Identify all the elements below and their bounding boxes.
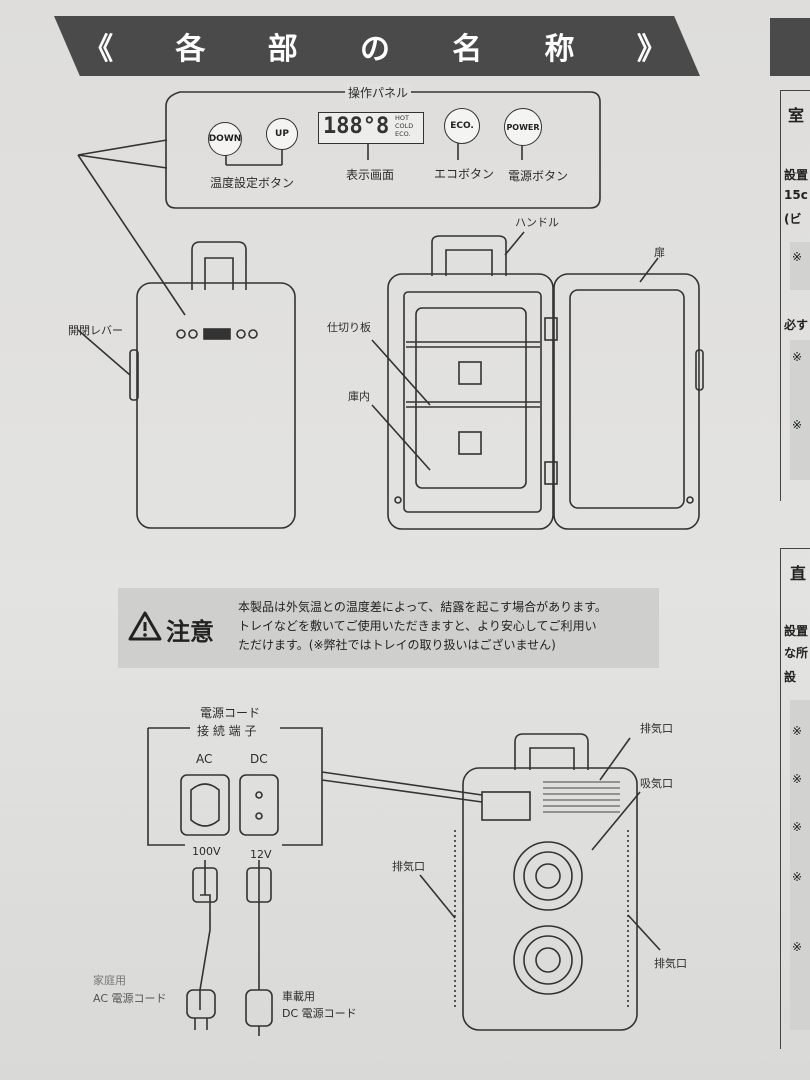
side-note-box — [790, 700, 810, 1030]
mode-cold: COLD — [395, 122, 414, 130]
mode-hot: HOT — [395, 114, 409, 122]
power-label: POWER — [506, 122, 540, 132]
header-char: の — [359, 32, 394, 67]
side-text: 室 — [788, 106, 805, 125]
panel-title: 操作パネル — [345, 84, 412, 101]
header-close-mark: 》 — [636, 32, 671, 67]
header-title: 《 各 部 の 名 称 》 — [54, 16, 700, 76]
down-label: DOWN — [208, 134, 242, 144]
side-text: ※ — [792, 772, 803, 786]
side-text: (ビ — [784, 212, 802, 226]
open-fridge-handle — [431, 235, 507, 276]
up-label: UP — [275, 129, 289, 139]
dc-cord-label-1: 車載用 — [282, 990, 315, 1003]
side-text: ※ — [792, 350, 803, 364]
power-button[interactable]: POWER — [504, 108, 542, 146]
eco-label: ECO. — [450, 121, 474, 131]
shelf-label: 仕切り板 — [327, 321, 371, 334]
cord-title-2: 接 続 端 子 — [197, 724, 257, 738]
up-button[interactable]: UP — [266, 118, 298, 150]
side-note-box — [790, 242, 810, 290]
door-label: 扉 — [654, 246, 665, 259]
side-text: ※ — [792, 940, 803, 954]
ac-cord-label-1: 家庭用 — [93, 974, 126, 987]
handle-label: ハンドル — [515, 216, 559, 229]
caution-box — [118, 588, 659, 668]
mode-eco: ECO. — [395, 130, 411, 138]
side-text: ※ — [792, 724, 803, 738]
lever-label: 開閉レバー — [68, 324, 123, 337]
exhaust-label-left: 排気口 — [392, 860, 425, 873]
display-screen: 188°8 HOT COLD ECO. — [318, 112, 424, 144]
side-text: ※ — [792, 820, 803, 834]
side-text: 15c — [784, 188, 808, 202]
fridge-handle — [191, 241, 247, 290]
display-modes: HOT COLD ECO. — [395, 114, 413, 138]
down-button[interactable]: DOWN — [208, 122, 242, 156]
caution-text: 本製品は外気温との温度差によって、結露を起こす場合があります。 トレイなどを敷い… — [238, 598, 648, 655]
temp-caption: 温度設定ボタン — [210, 176, 295, 190]
fridge-door — [553, 273, 700, 530]
cord-title-1: 電源コード — [200, 706, 261, 720]
caution-line: 本製品は外気温との温度差によって、結露を起こす場合があります。 — [238, 600, 607, 614]
eco-caption: エコボタン — [434, 167, 495, 181]
header-char: 称 — [544, 32, 579, 67]
side-text: ※ — [792, 870, 803, 884]
header-char: 名 — [452, 32, 487, 67]
caution-line: トレイなどを敷いてご使用いただきますと、より安心してご利用い — [238, 619, 597, 633]
fridge-back — [462, 767, 638, 1031]
adjacent-page: 室 設置 15c (ビ ※ 必す ※ ※ 直 設置 な所 設 ※ ※ ※ ※ ※ — [768, 0, 810, 1080]
side-text: 設置 — [784, 624, 809, 638]
intake-label: 吸気口 — [640, 777, 673, 790]
ac-voltage: 100V — [192, 845, 221, 858]
dc-label: DC — [250, 752, 268, 766]
header-char: 部 — [267, 32, 302, 67]
header-open-mark: 《 — [83, 32, 118, 67]
caution-title: 注意 — [166, 618, 214, 646]
adjacent-box-2 — [780, 548, 810, 1049]
panel-box — [165, 91, 601, 209]
display-caption: 表示画面 — [346, 168, 395, 182]
side-text: 必す — [784, 318, 809, 332]
display-digits: 188°8 — [323, 114, 390, 139]
side-text: 直 — [790, 564, 807, 583]
exhaust-label-right: 排気口 — [654, 957, 687, 970]
adjacent-box-1 — [780, 90, 810, 501]
adjacent-header — [770, 18, 810, 76]
power-caption: 電源ボタン — [508, 169, 569, 183]
dc-voltage: 12V — [250, 848, 272, 861]
side-text: ※ — [792, 418, 803, 432]
header-banner — [54, 16, 700, 76]
exhaust-label-top: 排気口 — [640, 722, 673, 735]
warning-icon — [128, 611, 162, 641]
fridge-front — [136, 282, 296, 529]
side-text: な所 — [784, 646, 809, 660]
side-text: ※ — [792, 250, 803, 264]
fridge-body — [387, 273, 554, 530]
side-note-box — [790, 340, 810, 480]
eco-button[interactable]: ECO. — [444, 108, 480, 144]
side-text: 設置 — [784, 168, 809, 182]
ac-cord-label-2: AC 電源コード — [93, 992, 167, 1005]
caution-line: ただけます。(※弊社ではトレイの取り扱いはございません) — [238, 638, 556, 652]
dc-cord-label-2: DC 電源コード — [282, 1007, 357, 1020]
interior-label: 庫内 — [348, 390, 370, 403]
ac-label: AC — [196, 752, 213, 766]
header-char: 各 — [175, 32, 210, 67]
side-text: 設 — [784, 670, 797, 684]
